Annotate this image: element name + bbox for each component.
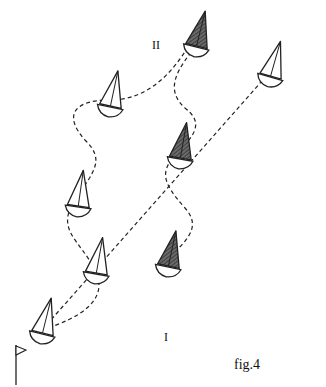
sailboat: [82, 235, 116, 286]
sailboat-dark: [153, 228, 188, 279]
sailboat: [95, 68, 130, 119]
tacking-course: [42, 40, 192, 330]
figure-caption: fig.4: [232, 357, 262, 373]
sailboat: [64, 169, 96, 219]
start-flag: [16, 345, 26, 385]
sailboat-dark: [181, 8, 218, 60]
sailboat: [27, 295, 64, 347]
sailboat-dark: [166, 120, 200, 171]
sailboat: [255, 38, 293, 90]
tacking-course: [165, 42, 200, 262]
group-label: II: [150, 38, 162, 52]
group-label: I: [162, 330, 170, 344]
